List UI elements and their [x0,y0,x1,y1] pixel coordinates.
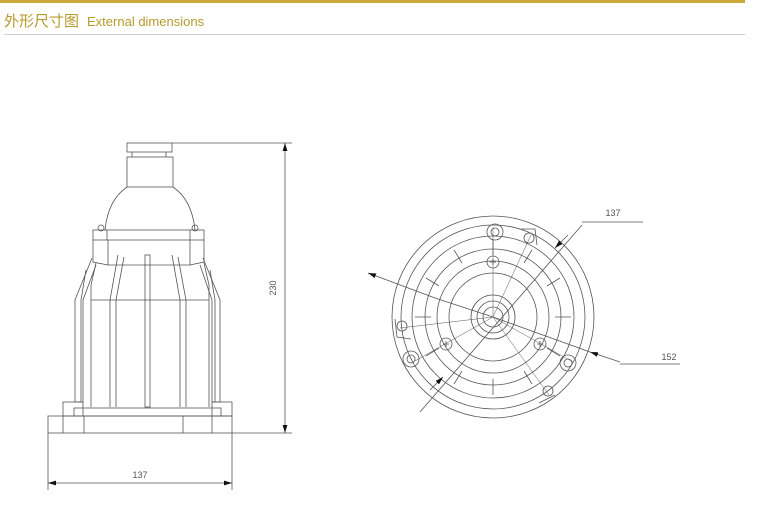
cage-bar [144,254,151,408]
dome [104,186,196,231]
diameter-label-152: 152 [661,352,676,362]
cage-bar-left [74,257,97,403]
top-view [391,215,595,419]
height-dimension [172,142,292,434]
side-view [47,142,233,434]
collar [92,229,205,241]
header-divider [4,34,745,35]
section-header: 外形尺寸图 External dimensions [4,10,204,31]
title-chinese: 外形尺寸图 [4,12,80,30]
base-upper-plate [73,407,222,417]
diameter-label-137: 137 [605,208,620,218]
cap-nut [126,142,173,153]
screws [439,255,547,351]
cage-bar-right [199,257,221,403]
height-label: 230 [268,280,278,295]
base-plate [47,415,233,434]
title-english: External dimensions [87,14,205,29]
mounting-holes [394,223,577,404]
cage-bar [171,254,187,407]
cage-bar [109,254,125,407]
foot-right [211,401,233,417]
neck [126,156,174,188]
foot-left [62,401,84,417]
diameter-dimensions [367,221,680,413]
width-dimension [47,433,233,490]
width-label: 137 [132,470,147,480]
header-top-border [0,0,745,3]
